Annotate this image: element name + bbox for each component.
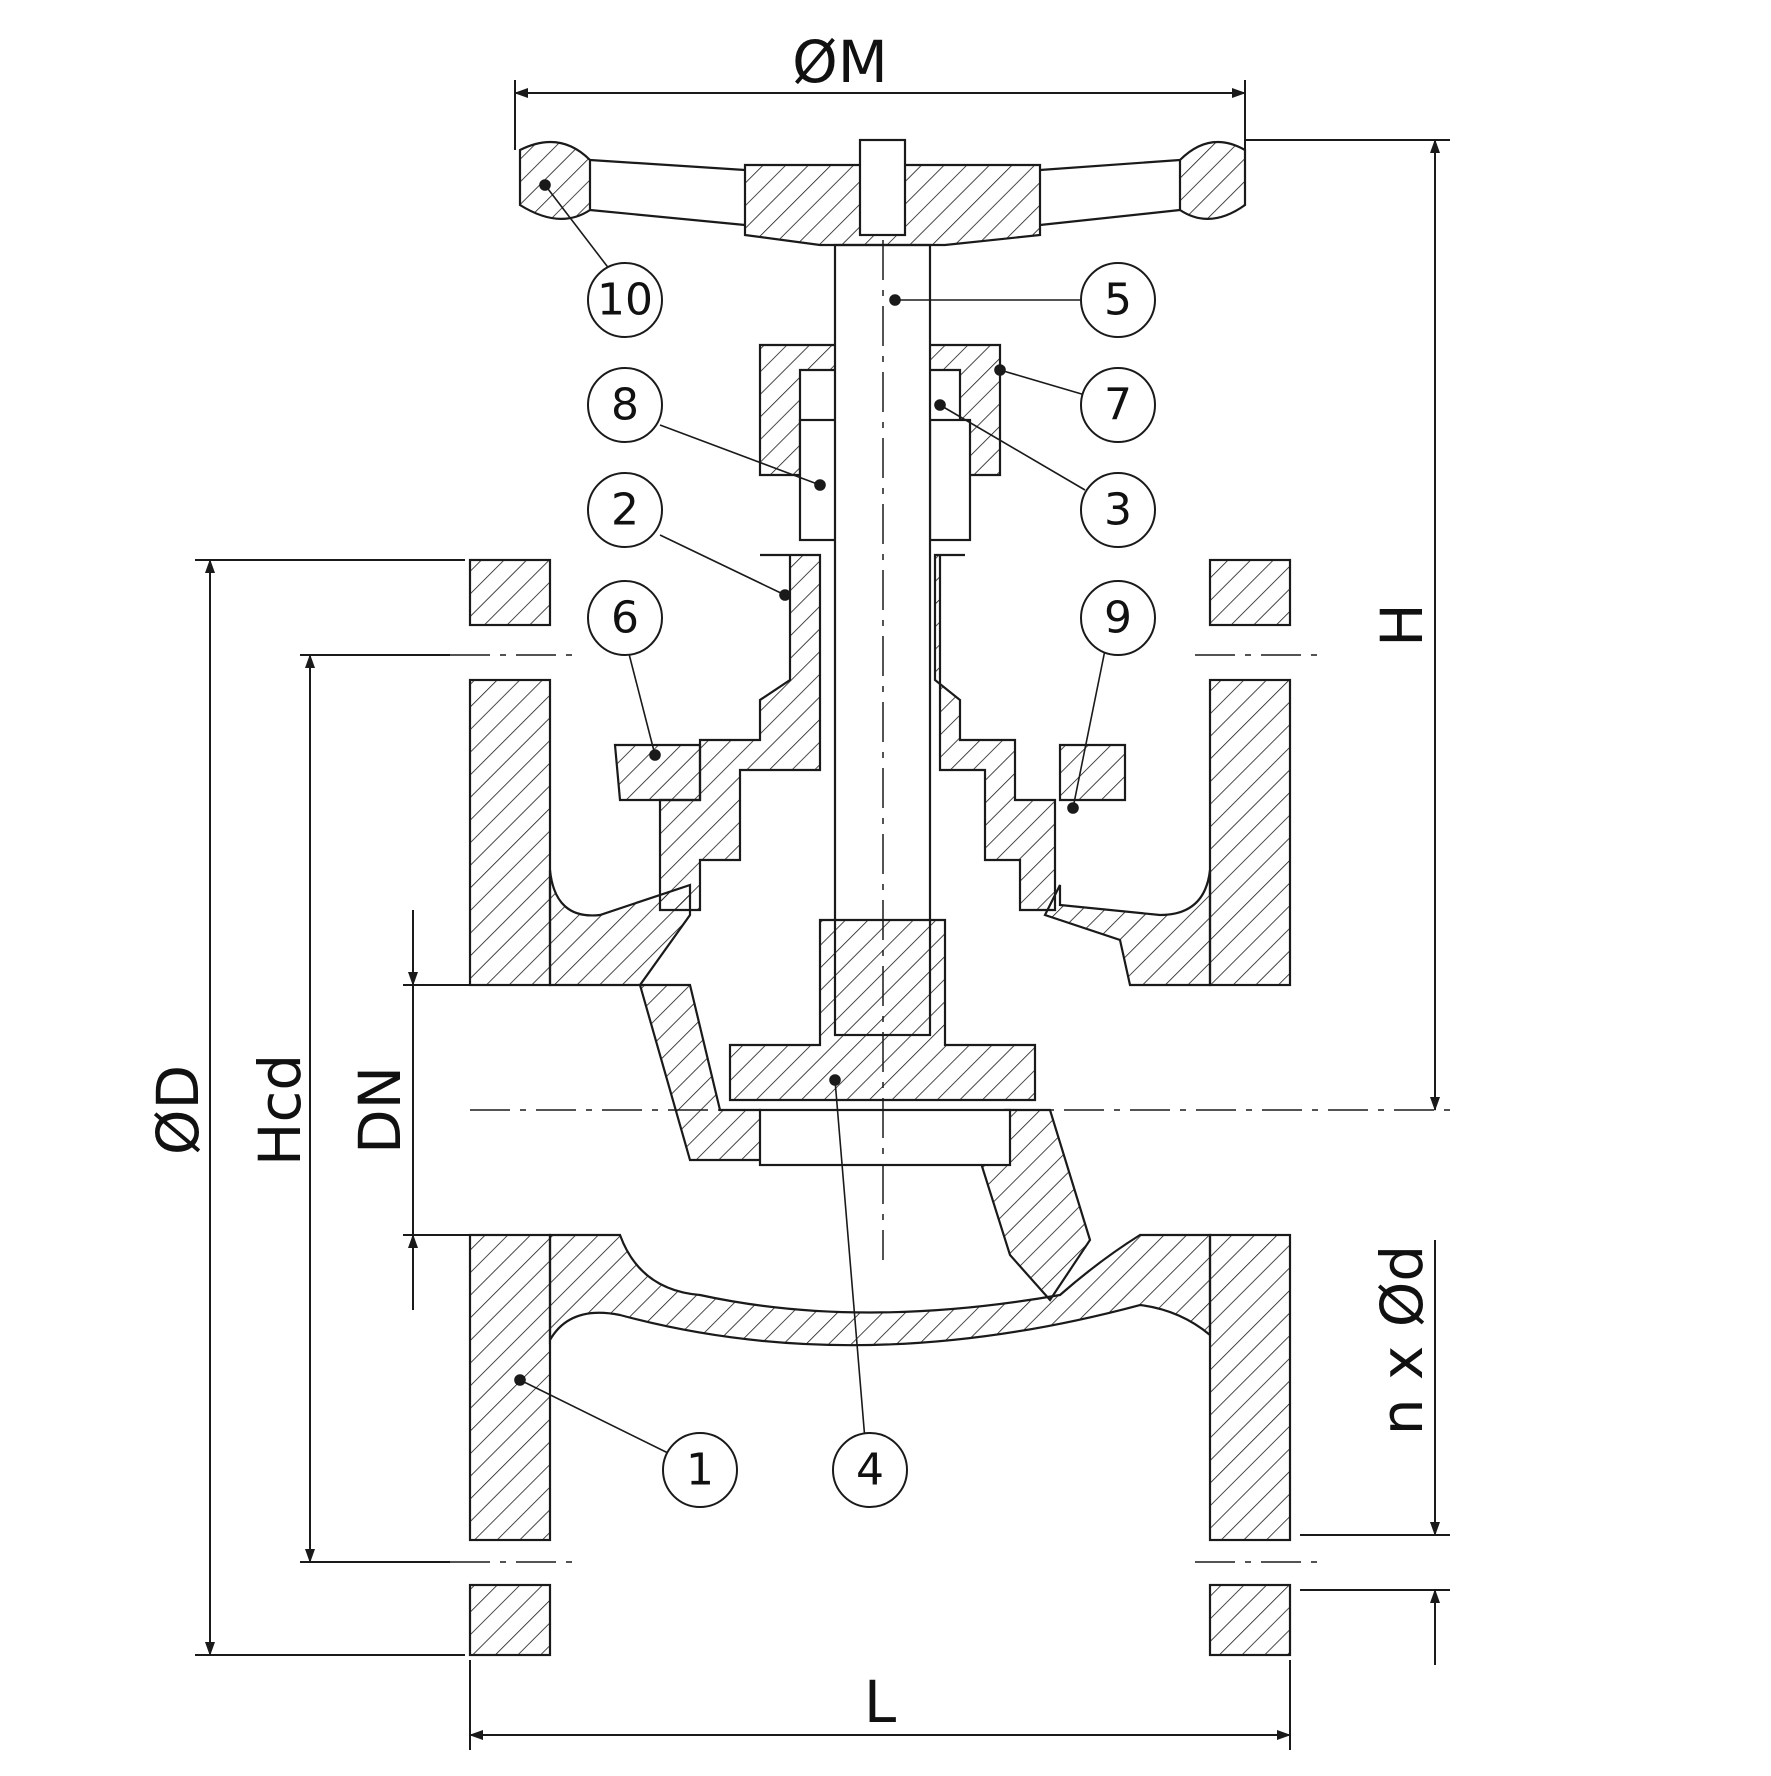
lower-body (548, 1233, 1212, 1347)
svg-text:10: 10 (597, 275, 653, 326)
handwheel-spokes (589, 158, 1181, 227)
balloon-6: 6 (587, 580, 663, 656)
svg-text:7: 7 (1104, 380, 1132, 431)
svg-text:2: 2 (611, 485, 639, 536)
balloon-7: 7 (1080, 367, 1156, 443)
balloon-8: 8 (587, 367, 663, 443)
balloon-5: 5 (1080, 262, 1156, 338)
balloons: 10 5 8 7 2 3 6 9 1 4 (587, 262, 1156, 1508)
left-flange-upper (468, 678, 552, 987)
hub-nut (858, 138, 907, 237)
balloon-2: 2 (587, 472, 663, 548)
left-flange-bottom (468, 1583, 552, 1657)
dimension-lines (195, 80, 1450, 1750)
handwheel-rim-left (518, 140, 592, 220)
disc (728, 918, 1037, 1102)
dim-label-H: H (1368, 603, 1436, 647)
bonnet-right (933, 553, 1057, 912)
bonnet-left (658, 553, 822, 912)
right-flange-bottom (1208, 1583, 1292, 1657)
svg-text:1: 1 (686, 1445, 714, 1496)
svg-text:4: 4 (856, 1445, 884, 1496)
balloon-1: 1 (662, 1432, 738, 1508)
upper-body-left (548, 869, 692, 987)
handwheel-rim-right (1178, 140, 1247, 220)
packing-right (928, 418, 972, 542)
dim-label-DN: DN (346, 1066, 414, 1154)
bonnet-nut-left (613, 743, 702, 802)
balloon-3: 3 (1080, 472, 1156, 548)
bonnet-nut-right (1058, 743, 1127, 802)
dim-label-D: ØD (144, 1065, 212, 1155)
dim-label-Hcd: Hcd (246, 1054, 314, 1166)
svg-text:8: 8 (611, 380, 639, 431)
leader-lines (514, 179, 1106, 1456)
right-flange-top (1208, 558, 1292, 627)
center-lines (450, 240, 1460, 1563)
body-section (468, 138, 1292, 1657)
right-flange-lower (1208, 1233, 1292, 1542)
balloon-10: 10 (587, 262, 663, 338)
gland-nut (758, 343, 1002, 477)
balloon-4: 4 (832, 1432, 908, 1508)
svg-text:3: 3 (1104, 485, 1132, 536)
seat-opening (758, 1108, 1012, 1167)
dim-label-L: L (864, 1668, 896, 1736)
svg-text:9: 9 (1104, 593, 1132, 644)
svg-text:5: 5 (1104, 275, 1132, 326)
left-flange-lower (468, 1233, 552, 1542)
svg-text:6: 6 (611, 593, 639, 644)
right-flange-upper (1208, 678, 1292, 987)
left-flange-top (468, 558, 552, 627)
balloon-9: 9 (1080, 580, 1156, 656)
dim-label-nxd: n x Ød (1368, 1245, 1436, 1435)
upper-body-right (1043, 869, 1212, 987)
dim-label-M: ØM (792, 28, 888, 96)
